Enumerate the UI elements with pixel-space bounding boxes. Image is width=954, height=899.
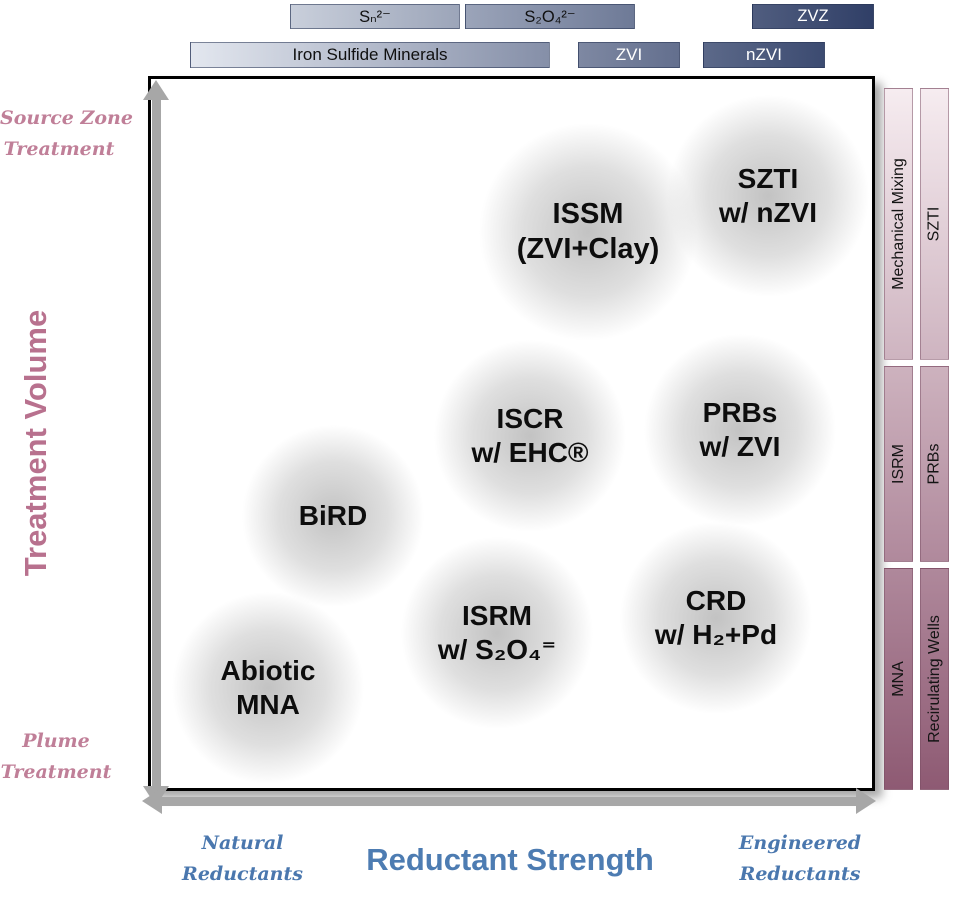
top-bar-zvz-label: ZVZ [797,7,829,25]
right-bar-isrm-label: ISRM [889,444,907,484]
right-bar-mechanical-mixing-label: Mechanical Mixing [889,158,907,290]
x-axis-title: Reductant Strength [366,842,654,877]
bubble-szti-line1: SZTI [737,162,799,194]
right-bar-szti-label: SZTI [925,206,943,242]
label-engineered-reductants-line2: Reductants [739,863,861,886]
top-bar-iron-sulfide-minerals-label: Iron Sulfide Minerals [292,45,448,64]
bubble-crd-line1: CRD [685,584,747,616]
bubble-szti: SZTI w/ nZVI [666,94,870,298]
bubble-abiotic-mna: Abiotic MNA [171,591,365,785]
top-bar-iron-sulfide-minerals: Iron Sulfide Minerals [190,42,550,68]
top-bar-zvi: ZVI [578,42,680,68]
label-natural-reductants-line1: Natural [201,832,284,854]
right-bar-mna: MNA [884,568,913,790]
right-bar-prbs: PRBs [920,366,949,562]
top-bar-sn-label: Sₙ²⁻ [359,7,391,26]
bubble-iscr: ISCR w/ EHC® [433,339,627,533]
bubble-iscr-line1: ISCR [496,402,564,434]
bubble-crd: CRD w/ H₂+Pd [619,521,813,715]
bubble-prbs-line2: w/ ZVI [699,431,781,462]
top-bar-zvz: ZVZ [752,4,874,29]
bubble-bird: BiRD [241,424,425,608]
label-engineered-reductants: Engineered Reductants [725,828,875,891]
x-axis-arrow-line [162,797,858,806]
bubble-iscr-line2: w/ EHC® [471,437,589,468]
x-axis-arrowhead-left [142,788,162,814]
bubble-issm-line1: ISSM [552,197,624,230]
bubble-isrm-line2: w/ S₂O₄⁼ [437,634,557,665]
right-bar-recirculating-wells: Recirulating Wells [920,568,949,790]
bubble-prbs-line1: PRBs [702,396,778,428]
top-bar-nzvi-label: nZVI [746,45,782,64]
top-bar-zvi-label: ZVI [615,45,643,64]
label-plume-treatment-line2: Treatment [0,761,112,784]
bubble-bird-line1: BiRD [298,499,368,531]
top-bar-nzvi: nZVI [703,42,825,68]
bubble-szti-line2: w/ nZVI [719,197,817,228]
label-plume-treatment: Plume Treatment [0,726,112,789]
bubble-isrm: ISRM w/ S₂O₄⁼ [400,536,594,730]
top-bar-sn: Sₙ²⁻ [290,4,460,29]
y-axis-arrow-line [152,98,161,788]
bubble-isrm-line1: ISRM [462,599,532,631]
right-bar-isrm: ISRM [884,366,913,562]
bubble-abiotic-mna-line1: Abiotic [220,654,316,686]
right-bar-mna-label: MNA [889,661,907,697]
y-axis-arrowhead-up [143,80,169,100]
right-bar-szti: SZTI [920,88,949,360]
top-bar-s2o4: S₂O₄²⁻ [465,4,635,29]
bubble-prbs: PRBs w/ ZVI [643,333,837,527]
right-bar-prbs-label: PRBs [925,443,943,485]
label-plume-treatment-line1: Plume [22,730,90,752]
y-axis-title: Treatment Volume [18,309,53,577]
label-natural-reductants: Natural Reductants [175,828,310,891]
label-source-zone-treatment-line1: Source Zone [0,107,133,129]
label-source-zone-treatment-line2: Treatment [3,138,115,161]
x-axis-arrowhead-right [856,788,876,814]
bubble-abiotic-mna-line2: MNA [236,689,300,720]
top-bar-s2o4-label: S₂O₄²⁻ [524,7,576,26]
right-bar-mechanical-mixing: Mechanical Mixing [884,88,913,360]
label-source-zone-treatment: Source Zone Treatment [0,103,133,166]
label-natural-reductants-line2: Reductants [182,863,303,886]
right-bar-recirculating-wells-label: Recirulating Wells [925,615,943,743]
bubble-issm-line2: (ZVI+Clay) [516,233,660,265]
label-engineered-reductants-line1: Engineered [738,832,862,854]
bubble-crd-line2: w/ H₂+Pd [654,619,778,650]
bubble-issm: ISSM (ZVI+Clay) [478,122,698,342]
